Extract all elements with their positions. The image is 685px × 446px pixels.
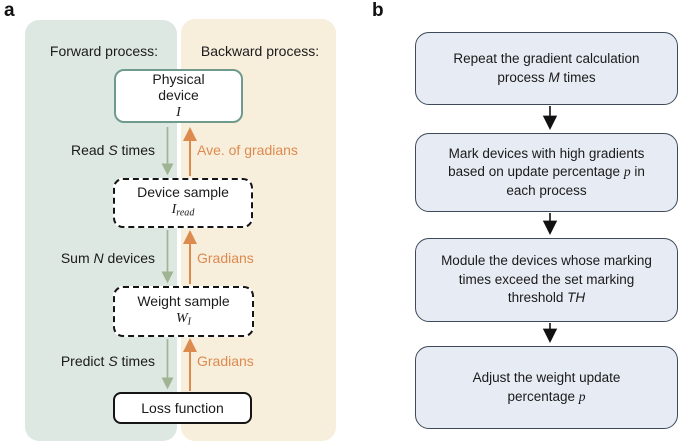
text-line: process M times [497, 69, 596, 85]
text-line: Sum N devices [60, 250, 155, 266]
text-line: based on update percentage p in [448, 164, 645, 180]
text-line: Repeat the gradient calculation [453, 51, 640, 66]
loss-function-node: Loss function [113, 392, 252, 424]
panel-b-label: b [372, 0, 384, 21]
text-line: Iread [171, 202, 195, 219]
gradians-bottom-label: Gradians [197, 353, 254, 369]
gradians-mid-label: Gradians [197, 250, 254, 266]
text-line: Weight sample [137, 292, 230, 309]
text-line: Mark devices with high gradients [448, 145, 645, 161]
text-line: Loss function [141, 400, 224, 416]
sum-n-devices-label: Sum N devices [30, 250, 155, 266]
text-line: threshold TH [507, 290, 586, 306]
text-line: device [158, 87, 199, 103]
flow-step-adjust-percentage: Adjust the weight update percentage p [415, 346, 678, 429]
text-line: Physical [152, 71, 205, 87]
text-line: Adjust the weight update [472, 370, 621, 385]
backward-process-header: Backward process: [200, 43, 320, 59]
text-line: Module the devices whose marking [441, 253, 652, 269]
predict-s-times-label: Predict S times [30, 353, 155, 369]
forward-process-header: Forward process: [49, 43, 159, 59]
text-line: Gradians [197, 353, 254, 369]
flow-step-module-devices: Module the devices whose marking times ex… [415, 238, 678, 322]
text-line: Predict S times [60, 353, 155, 369]
ave-of-gradians-label: Ave. of gradians [197, 142, 298, 158]
text-line: I [176, 105, 181, 120]
text-line: Device sample [137, 184, 229, 201]
text-line: Ave. of gradians [197, 142, 298, 158]
flow-step-mark-devices: Mark devices with high gradients based on… [415, 133, 678, 212]
read-s-times-label: Read S times [30, 142, 155, 158]
text-line: Gradians [197, 250, 254, 266]
text-line: percentage p [507, 388, 586, 404]
text-line: times exceed the set marking [458, 271, 635, 287]
panel-a-label: a [4, 0, 15, 21]
text-line: WI [175, 310, 192, 328]
text-line: Read S times [70, 142, 155, 158]
text-line: each process [506, 182, 587, 198]
flow-step-repeat-gradient: Repeat the gradient calculation process M… [415, 32, 678, 105]
